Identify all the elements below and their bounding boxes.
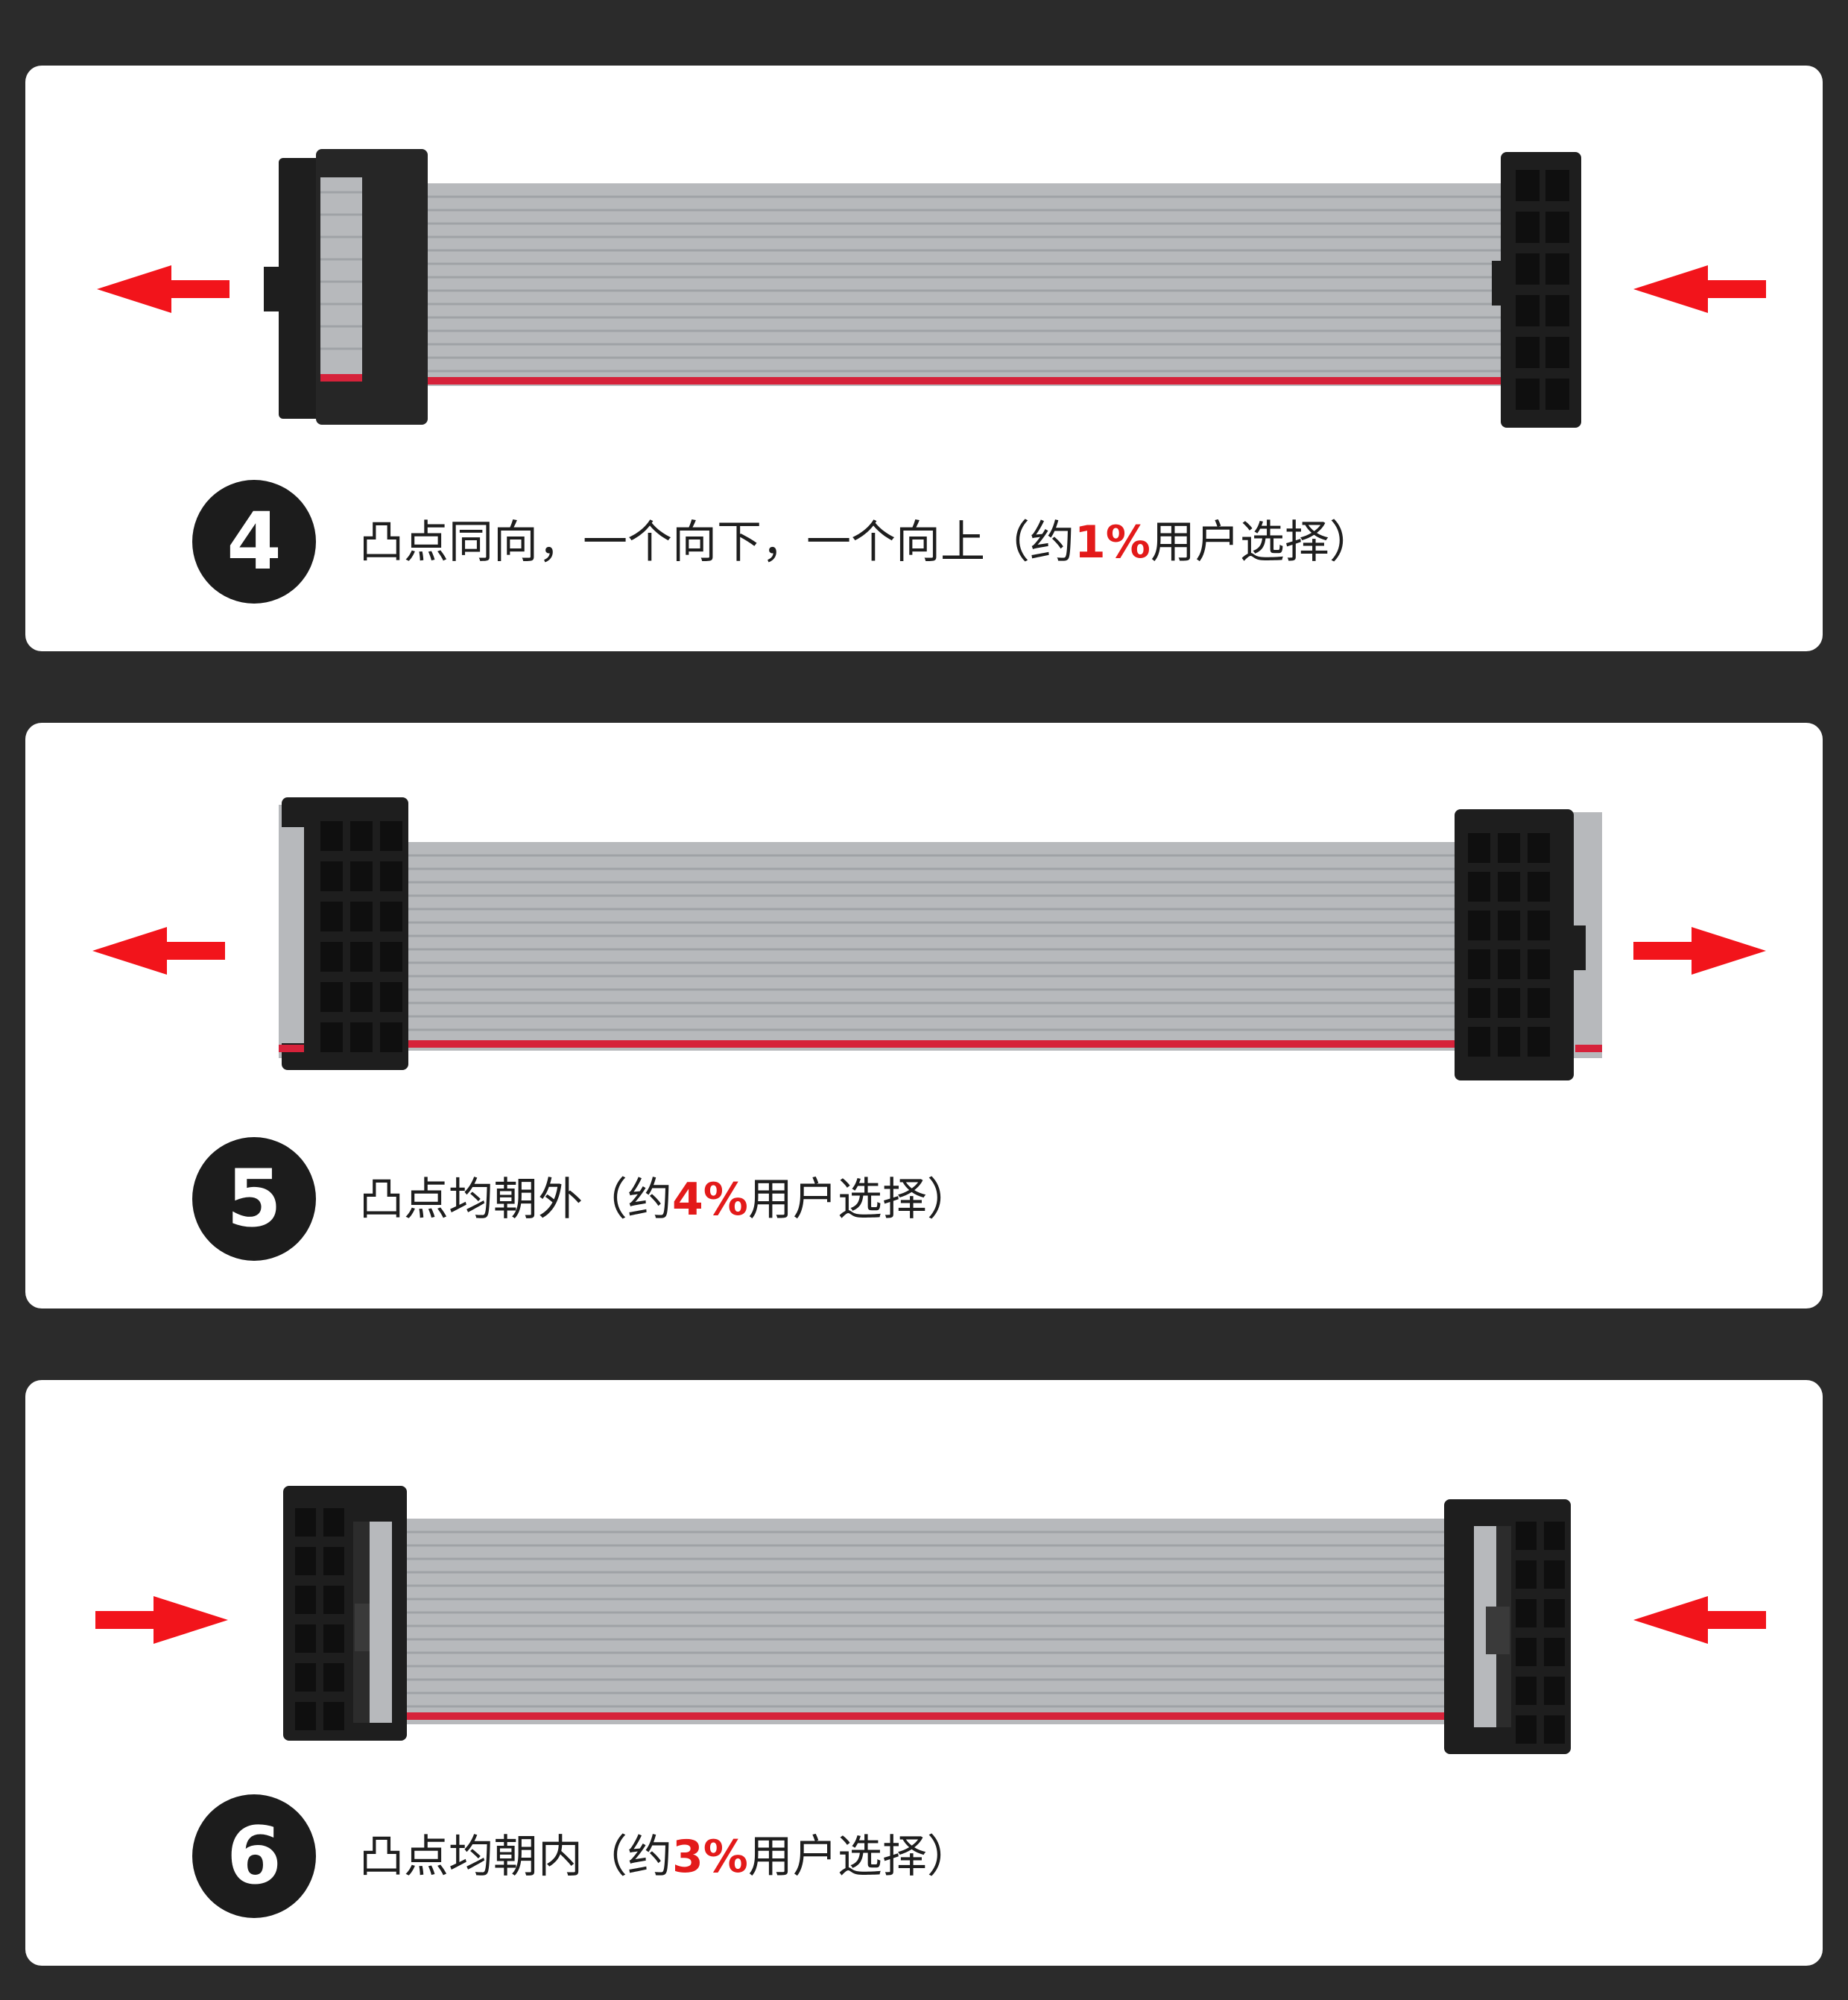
- left-connector: [279, 797, 408, 1070]
- arrow-right-icon: [95, 1596, 228, 1644]
- right-connector: [1492, 152, 1581, 428]
- step-number-badge: 5: [192, 1137, 316, 1261]
- option-caption: 凸点均朝外（约4%用户选择）: [359, 1174, 972, 1226]
- step-number-badge: 6: [192, 1794, 316, 1918]
- arrow-left-icon: [1633, 1596, 1766, 1644]
- cable-option-panel-4: 4 凸点同向，一个向下，一个向上（约1%用户选择）: [25, 66, 1823, 651]
- ribbon-cable: [398, 842, 1493, 1051]
- option-caption: 凸点均朝内（约3%用户选择）: [359, 1831, 972, 1883]
- option-caption: 凸点同向，一个向下，一个向上（约1%用户选择）: [359, 516, 1374, 569]
- arrow-left-icon: [1633, 265, 1766, 313]
- cable-illustration-6: [95, 1486, 1766, 1754]
- arrow-left-icon: [92, 927, 225, 975]
- ribbon-cable: [398, 183, 1523, 386]
- arrow-right-icon: [1633, 927, 1766, 975]
- cable-option-panel-6: 6 凸点均朝内（约3%用户选择）: [25, 1380, 1823, 1966]
- cable-illustration-4: [97, 149, 1766, 428]
- left-connector: [264, 149, 428, 425]
- right-connector: [1455, 809, 1602, 1080]
- cable-option-panel-5: 5 凸点均朝外（约4%用户选择）: [25, 723, 1823, 1308]
- step-number-badge: 4: [192, 480, 316, 604]
- right-connector: [1444, 1499, 1571, 1754]
- cable-illustration-5: [92, 797, 1766, 1080]
- left-connector: [283, 1486, 407, 1741]
- arrow-left-icon: [97, 265, 230, 313]
- ribbon-cable: [390, 1519, 1486, 1724]
